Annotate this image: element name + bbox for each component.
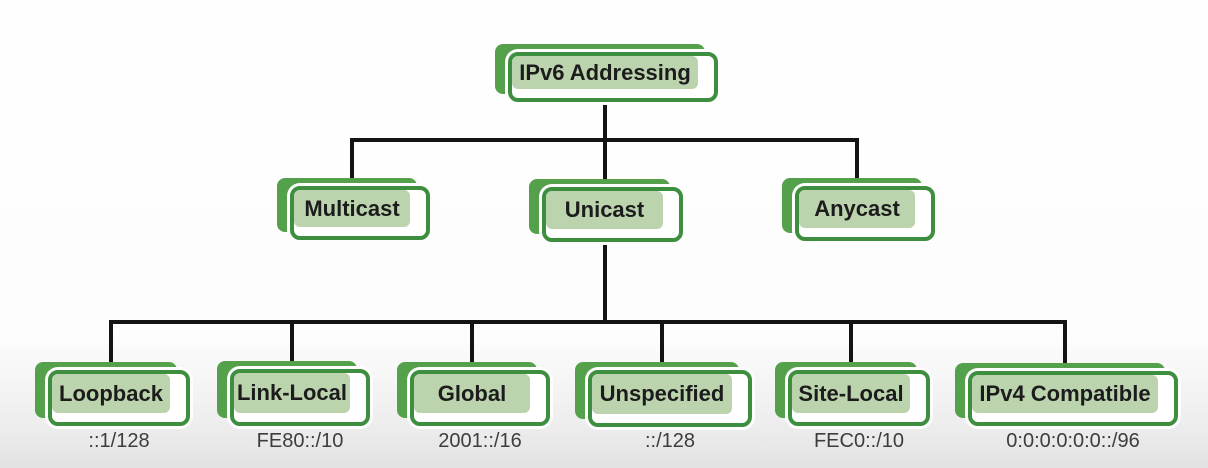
node-box: IPv6 Addressing — [508, 52, 718, 102]
connector-drop-unspecified — [660, 320, 664, 374]
node-fill — [234, 373, 350, 413]
connector-drop-global — [470, 320, 474, 374]
node-unicast: Unicast — [529, 179, 683, 242]
connector-drop-site-local — [849, 320, 853, 374]
caption-loopback: ::1/128 — [88, 430, 150, 452]
caption-unspecified: ::/128 — [644, 430, 696, 452]
connector-drop-ipv4-compatible — [1063, 320, 1067, 374]
node-ipv6-addressing: IPv6 Addressing — [495, 44, 718, 102]
node-unspecified: Unspecified — [575, 362, 752, 427]
connector-root-stem — [603, 100, 607, 140]
node-label: Loopback — [59, 380, 163, 406]
node-label: Anycast — [814, 196, 900, 221]
caption-site-local: FEC0::/10 — [813, 430, 905, 452]
node-ipv4-compatible: IPv4 Compatible — [955, 363, 1178, 426]
node-label: Multicast — [304, 195, 400, 221]
node-anycast: Anycast — [782, 178, 935, 241]
node-label: IPv4 Compatible — [979, 381, 1151, 406]
node-box: Site-Local — [788, 370, 930, 426]
node-box: Anycast — [795, 186, 935, 241]
node-box: IPv4 Compatible — [968, 371, 1178, 426]
node-fill — [546, 191, 663, 229]
node-label: Unicast — [564, 197, 645, 222]
node-label: Global — [437, 380, 507, 406]
node-site-local: Site-Local — [775, 362, 930, 426]
node-label: Link-Local — [236, 380, 347, 405]
connector-drop-link-local — [290, 320, 294, 374]
node-box: Loopback — [48, 370, 190, 426]
node-fill — [52, 374, 170, 413]
node-box: Unicast — [542, 187, 683, 242]
node-box: Multicast — [290, 186, 430, 240]
node-link-local: Link-Local — [217, 361, 370, 426]
caption-link-local: FE80::/10 — [256, 430, 344, 452]
node-fill — [512, 56, 698, 89]
connector-drop-anycast — [855, 138, 859, 190]
node-fill — [592, 374, 732, 414]
connector-drop-loopback — [109, 320, 113, 374]
node-fill — [799, 190, 915, 228]
node-label: IPv6 Addressing — [519, 59, 691, 85]
node-fill — [294, 190, 410, 227]
node-global: Global — [397, 362, 550, 426]
node-fill — [414, 374, 530, 413]
node-fill — [792, 374, 910, 413]
connector-drop-multicast — [350, 138, 354, 190]
node-label: Site-Local — [798, 380, 904, 406]
node-multicast: Multicast — [277, 178, 430, 240]
caption-global: 2001::/16 — [438, 430, 522, 452]
caption-ipv4-compatible: 0:0:0:0:0:0::/96 — [1006, 430, 1140, 452]
node-loopback: Loopback — [35, 362, 190, 426]
node-fill — [972, 375, 1158, 413]
connector-drop-unicast — [603, 138, 607, 190]
node-box: Global — [410, 370, 550, 426]
node-box: Link-Local — [230, 369, 370, 426]
node-box: Unspecified — [588, 370, 752, 427]
node-label: Unspecified — [599, 381, 725, 406]
connector-level3-rail — [109, 320, 1067, 324]
connector-unicast-stem — [603, 240, 607, 324]
